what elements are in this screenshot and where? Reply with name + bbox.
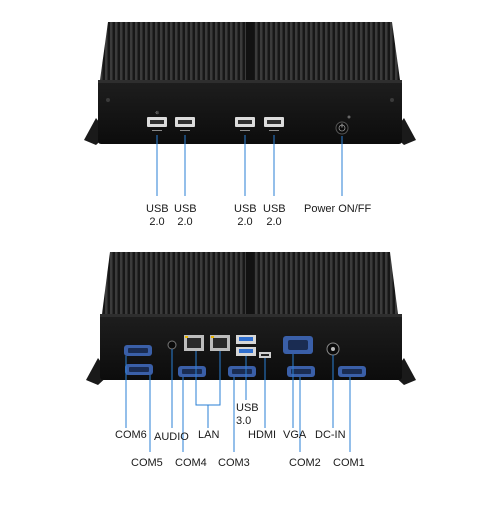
power-button[interactable] bbox=[335, 115, 351, 135]
com5-port[interactable] bbox=[125, 364, 153, 375]
label-line: 3.0 bbox=[236, 415, 252, 427]
label-com3: COM3 bbox=[218, 457, 250, 469]
usb-symbol-icon bbox=[152, 130, 279, 131]
label-hdmi: HDMI bbox=[248, 429, 277, 441]
label-line: 2.0 bbox=[149, 216, 165, 228]
com3-port[interactable] bbox=[228, 366, 256, 377]
audio-jack[interactable] bbox=[167, 340, 177, 350]
label-audio: AUDIO bbox=[154, 431, 189, 443]
label-usb-2-0-c: USB 2.0 bbox=[234, 203, 257, 229]
usb3-port-stack[interactable] bbox=[236, 335, 256, 356]
com2-port[interactable] bbox=[287, 366, 315, 377]
label-com5: COM5 bbox=[131, 457, 163, 469]
com1-port[interactable] bbox=[338, 366, 366, 377]
top-mini-pc: ⭅ bbox=[84, 22, 416, 196]
com4-port[interactable] bbox=[178, 366, 206, 377]
com6-port[interactable] bbox=[124, 345, 152, 356]
usb-port-3[interactable] bbox=[235, 117, 255, 127]
screw bbox=[106, 98, 110, 102]
hdmi-port[interactable] bbox=[259, 352, 271, 358]
label-vga: VGA bbox=[283, 429, 307, 441]
label-com4: COM4 bbox=[175, 457, 207, 469]
label-line: USB bbox=[146, 203, 169, 215]
usb-port-2[interactable] bbox=[175, 117, 195, 127]
label-usb-3-0: USB 3.0 bbox=[236, 402, 259, 428]
bottom-mini-pc bbox=[86, 252, 416, 452]
leader-lines-top bbox=[156, 135, 343, 196]
label-com6: COM6 bbox=[115, 429, 147, 441]
label-line: 2.0 bbox=[237, 216, 253, 228]
label-line: USB bbox=[263, 203, 286, 215]
leader-lines-bottom bbox=[125, 349, 351, 452]
label-usb-2-0-b: USB 2.0 bbox=[174, 203, 197, 229]
svg-text:⭅: ⭅ bbox=[155, 110, 159, 115]
label-dc-in: DC-IN bbox=[315, 429, 346, 441]
label-line: 2.0 bbox=[177, 216, 193, 228]
heatsink-divider bbox=[246, 252, 254, 314]
label-line: USB bbox=[174, 203, 197, 215]
label-line: USB bbox=[234, 203, 257, 215]
label-usb-2-0-d: USB 2.0 bbox=[263, 203, 286, 229]
label-com1: COM1 bbox=[333, 457, 365, 469]
vga-port[interactable] bbox=[283, 336, 313, 354]
label-lan: LAN bbox=[198, 429, 220, 441]
front-panel bbox=[98, 80, 402, 144]
heatsink-divider bbox=[246, 22, 254, 80]
screw bbox=[390, 98, 394, 102]
lan-port-2[interactable] bbox=[210, 335, 230, 351]
label-com2: COM2 bbox=[289, 457, 321, 469]
usb-port-4[interactable] bbox=[264, 117, 284, 127]
lan-port-1[interactable] bbox=[184, 335, 204, 351]
label-power: Power ON/FF bbox=[304, 203, 372, 215]
label-usb-2-0-a: USB 2.0 bbox=[146, 203, 169, 229]
power-led-icon bbox=[347, 115, 351, 119]
label-line: 2.0 bbox=[266, 216, 282, 228]
usb-port-1[interactable]: ⭅ bbox=[147, 110, 167, 127]
dc-in-jack[interactable] bbox=[326, 342, 340, 356]
label-line: USB bbox=[236, 402, 259, 414]
